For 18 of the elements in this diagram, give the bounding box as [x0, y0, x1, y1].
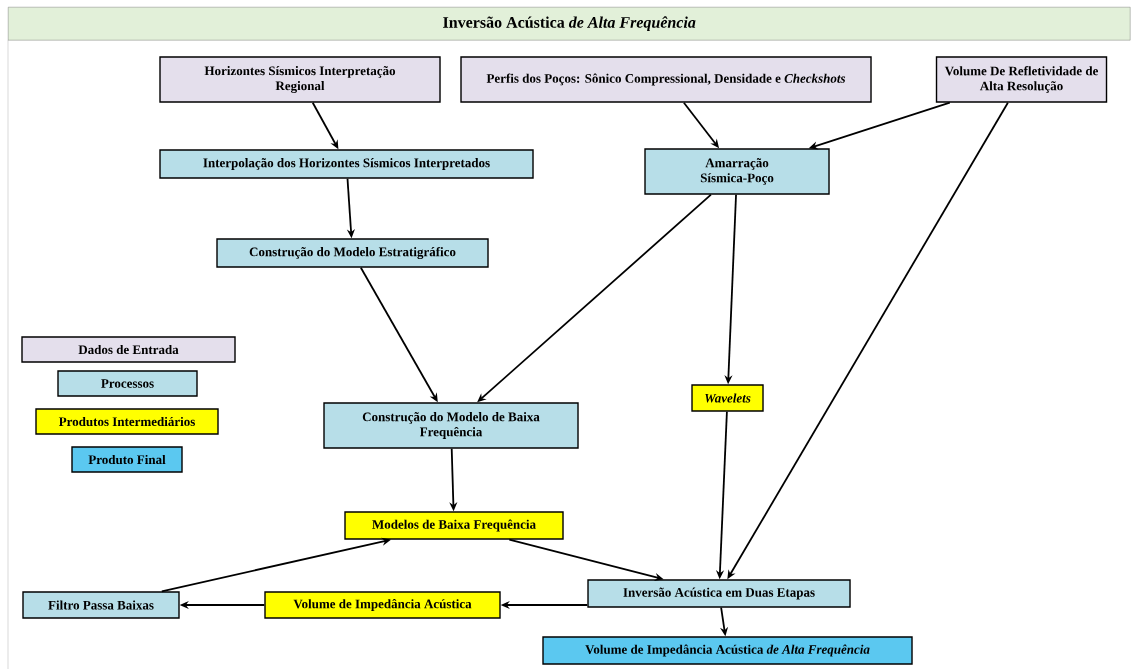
legend-label: Processos: [101, 379, 154, 388]
legend-label: Produtos Intermediários: [58, 416, 195, 427]
process-box: Volume de Impedância Acústica de Alta Frequência: [542, 636, 913, 665]
process-box: Volume de Impedância Acústica: [264, 591, 501, 619]
process-box: Wavelets: [691, 384, 764, 412]
legend-label: Produto Final: [88, 454, 166, 465]
process-box: Construção do Modelo Estratigráfico: [216, 238, 489, 268]
process-box: Filtro Passa Baixas: [22, 591, 180, 619]
process-box: Horizontes Sísmicos Interpretação Regional: [159, 56, 441, 103]
legend-label: Dados de Entrada: [78, 344, 179, 355]
process-box: Modelos de Baixa Frequência: [344, 511, 564, 540]
title-bar: Inversão Acústica de Alta Frequência: [8, 7, 1131, 41]
process-box: Interpolação dos Horizontes Sísmicos Interpretados: [159, 149, 534, 179]
process-box: Perfis dos Poços: Sônico Compressional, Densidade e Checkshots: [460, 56, 872, 103]
process-box: Construção do Modelo de Baixa Frequência: [323, 402, 579, 449]
process-box: Volume De Refletividade de Alta Resolução: [935, 56, 1108, 103]
process-box: Amarração Sísmica-Poço: [644, 148, 830, 195]
process-box: Inversão Acústica em Duas Etapas: [587, 579, 851, 608]
